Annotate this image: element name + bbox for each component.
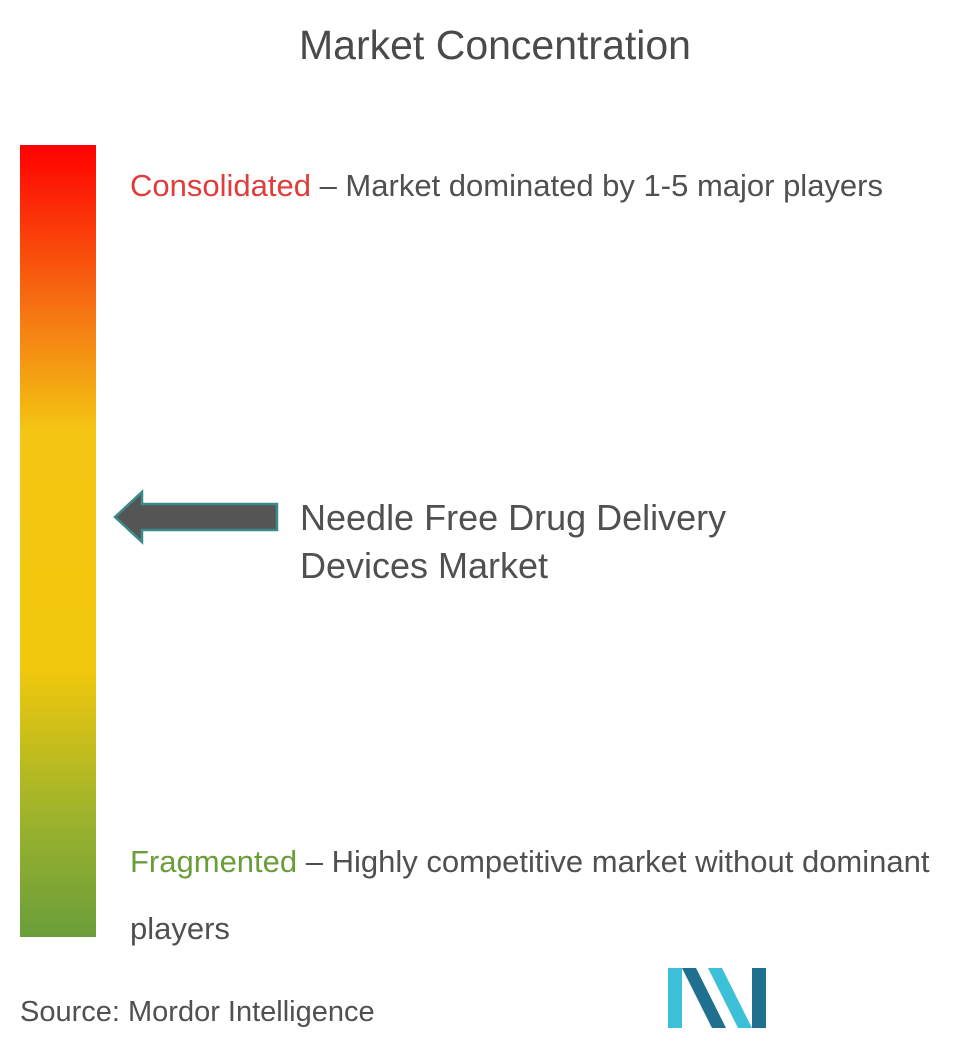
fragmented-keyword: Fragmented (130, 844, 298, 879)
logo-left-bar (668, 968, 682, 1028)
logo-right-diagonal (708, 968, 752, 1028)
logo-left-diagonal (682, 968, 726, 1028)
mordor-intelligence-logo-icon (668, 968, 766, 1028)
consolidated-text: – Market dominated by 1-5 major players (310, 168, 884, 203)
market-label: Needle Free Drug Delivery Devices Market (300, 497, 727, 587)
source-note: Source: Mordor Intelligence (20, 996, 375, 1028)
consolidated-keyword: Consolidated (130, 168, 311, 203)
fragmented-description: Fragmented – Highly competitive market w… (130, 828, 930, 962)
market-pointer-arrow-icon (113, 489, 279, 546)
chart-title: Market Concentration (299, 22, 691, 68)
fragmented-text: – Highly competitive market without domi… (130, 844, 930, 946)
logo-right-bar (752, 968, 766, 1028)
consolidated-description: Consolidated – Market dominated by 1-5 m… (130, 152, 930, 219)
concentration-scale-bar (20, 145, 96, 937)
